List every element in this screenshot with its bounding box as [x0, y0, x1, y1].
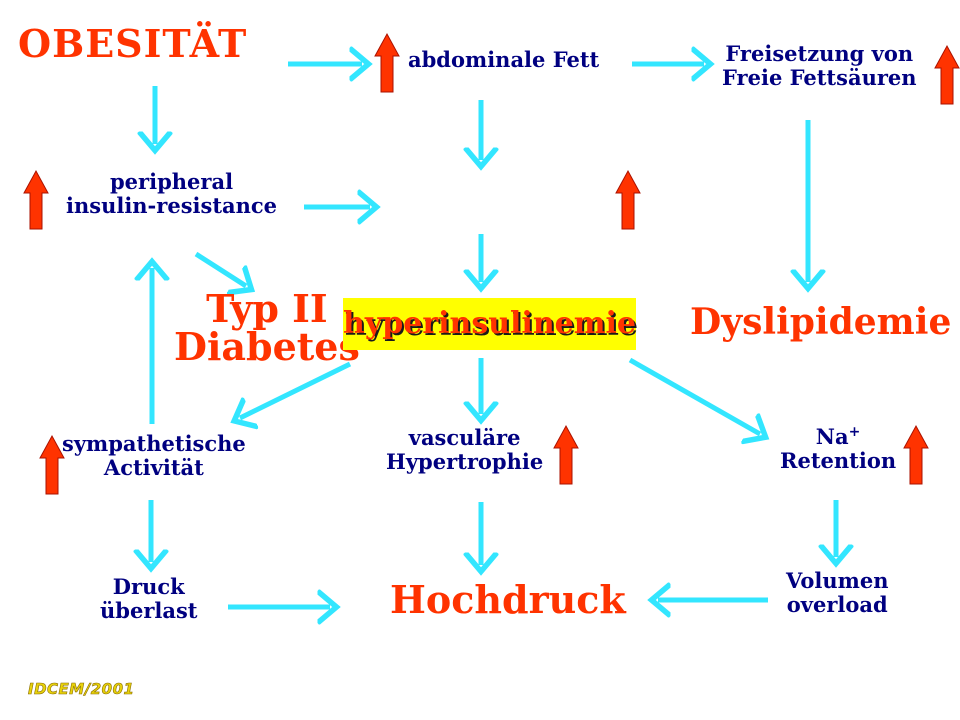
footer-credit: IDCEM/2001 [28, 680, 135, 699]
node-typ2-line2: Diabetes [174, 324, 360, 369]
node-peripheral-line2: insulin-resistance [66, 193, 278, 219]
node-sympathetic-line2: Activität [103, 455, 204, 481]
node-typ2-diabetes: Typ II Diabetes [174, 290, 360, 366]
node-dyslipidemie: Dyslipidemie [690, 301, 952, 343]
na-symbol: Na [815, 424, 849, 449]
node-volumen-line1: Volumen [786, 568, 889, 593]
arrow-hyper-to-na [628, 357, 760, 434]
node-na-retention: Na+ Retention [780, 424, 896, 473]
increase-arrow-vascular [553, 424, 579, 485]
increase-arrow-abdominal [374, 32, 400, 93]
node-obesitat: OBESITÄT [18, 21, 248, 66]
increase-arrow-peripheral [23, 169, 49, 230]
node-na-line1: Na+ [780, 424, 896, 449]
node-pressure-overload: Druck überlast [100, 574, 198, 624]
node-na-line2: Retention [780, 448, 897, 474]
node-druck-line2: überlast [100, 598, 198, 624]
increase-arrow-na [903, 424, 929, 485]
node-vascular-line2: Hypertrophie [386, 449, 544, 475]
node-free-fatty-acids-line2: Freie Fettsäuren [722, 65, 917, 91]
node-volumen-line2: overload [786, 592, 888, 618]
node-peripheral-line1: peripheral [110, 169, 234, 194]
node-abdominal-fat: abdominale Fett [408, 47, 600, 72]
node-free-fatty-acids-line1: Freisetzung von [725, 41, 914, 66]
node-vascular-line1: vasculäre [408, 425, 521, 450]
node-typ2-line1: Typ II [206, 286, 328, 331]
node-free-fatty-acids: Freisetzung von Freie Fettsäuren [722, 41, 917, 91]
node-volume-overload: Volumen overload [786, 568, 889, 618]
na-charge: + [848, 424, 861, 440]
increase-arrow-center [615, 169, 641, 230]
increase-arrow-sympathetic [39, 434, 65, 495]
node-peripheral-insulin-resistance: peripheral insulin-resistance [66, 169, 278, 219]
increase-arrows [23, 32, 960, 495]
node-hochdruck: Hochdruck [390, 577, 626, 622]
node-sympathetic-line1: sympathetische [62, 431, 246, 456]
node-druck-line1: Druck [112, 574, 185, 599]
connector-arrows [151, 64, 836, 607]
arrow-hyper-to-sympathetic [240, 361, 352, 418]
increase-arrow-freisetzung [934, 44, 960, 105]
node-hyperinsulinemie: hyperinsulinemie [343, 298, 636, 350]
node-sympathetic-activity: sympathetische Activität [62, 431, 246, 481]
arrow-peripheral-to-typ2 [194, 251, 246, 286]
node-vascular-hypertrophy: vasculäre Hypertrophie [386, 425, 544, 475]
